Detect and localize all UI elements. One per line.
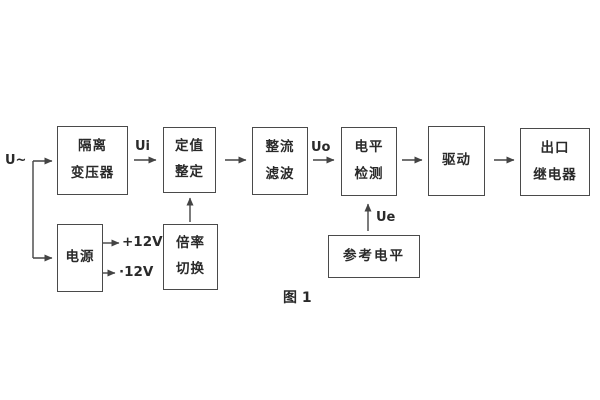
block-label-line: 继电器 xyxy=(533,166,577,183)
block-label-line: 电平 xyxy=(354,139,384,156)
block-rectifier-filter: 整流 滤波 xyxy=(252,127,308,195)
block-label-line: 隔离 xyxy=(78,138,107,155)
block-label-line: 出口 xyxy=(540,140,570,156)
label-minus-12v-rail: ·12V xyxy=(119,264,154,280)
block-driver: 驱动 xyxy=(428,126,485,196)
block-label-line: 滤波 xyxy=(265,165,295,182)
block-ratio-switching: 倍率 切换 xyxy=(163,224,218,290)
block-label-line: 整定 xyxy=(175,164,204,181)
label-uo: Uo xyxy=(311,140,331,155)
block-isolation-transformer: 隔离 变压器 xyxy=(57,126,128,195)
block-label-line: 参考电平 xyxy=(343,247,405,264)
block-value-setting: 定值 整定 xyxy=(163,127,216,193)
label-ue: Ue xyxy=(376,210,396,225)
block-label-line: 检测 xyxy=(354,166,384,183)
block-label-line: 变压器 xyxy=(70,165,115,182)
block-label-line: 切换 xyxy=(176,261,205,278)
figure-caption: 图 1 xyxy=(283,290,312,306)
block-label-line: 定值 xyxy=(175,138,204,155)
block-label-line: 驱动 xyxy=(442,152,471,169)
block-label-line: 电源 xyxy=(65,249,95,266)
label-ui: Ui xyxy=(135,139,151,154)
block-label-line: 整流 xyxy=(265,139,295,155)
block-reference-level: 参考电平 xyxy=(328,235,420,278)
block-power-supply: 电源 xyxy=(57,224,103,292)
label-plus-12v-rail: +12V xyxy=(122,234,163,250)
block-output-relay: 出口 继电器 xyxy=(520,128,590,196)
label-input-voltage: U~ xyxy=(5,153,27,168)
block-label-line: 倍率 xyxy=(176,235,205,252)
block-level-detection: 电平 检测 xyxy=(341,127,397,196)
